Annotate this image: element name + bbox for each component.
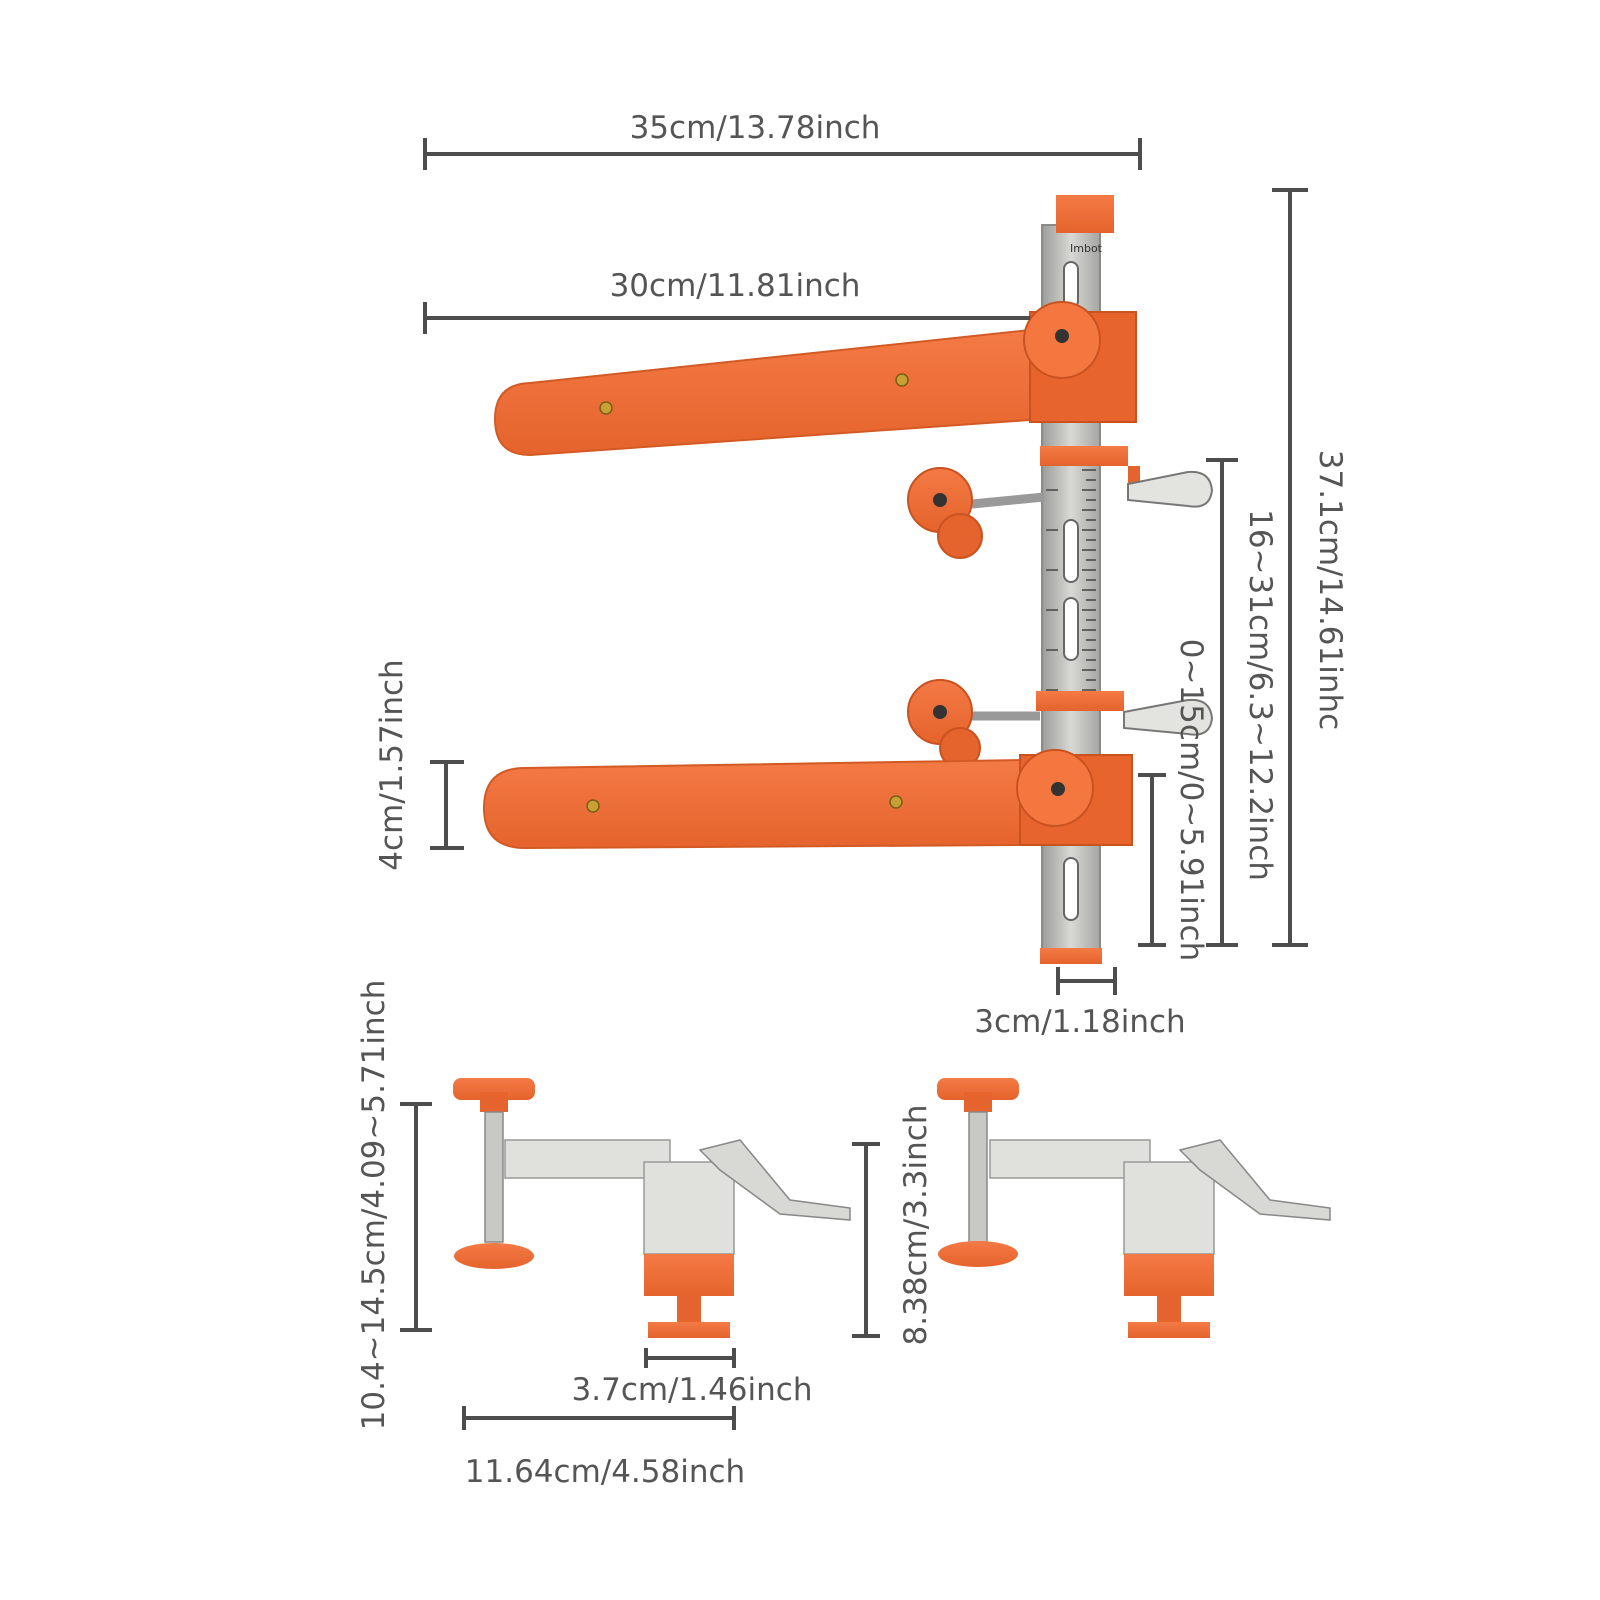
ruler-top-cap [1056, 195, 1114, 233]
bolt-icon [1051, 782, 1065, 796]
clamp-handle[interactable] [1178, 1139, 1331, 1221]
dim-clamp-height-label: 10.4~14.5cm/4.09~5.71inch [356, 980, 392, 1431]
dim-slide-range: 0~15cm/0~5.91inch [1138, 639, 1209, 962]
dim-arm-thickness-label: 4cm/1.57inch [374, 659, 410, 870]
adjust-knob[interactable] [937, 513, 983, 559]
dim-clamp-base: 3.7cm/1.46inch [572, 1348, 813, 1408]
brand-logo: Imbot [1070, 242, 1103, 255]
dim-clamp-height: 10.4~14.5cm/4.09~5.71inch [356, 980, 432, 1431]
dim-clamp-body-height: 8.38cm/3.3inch [852, 1105, 934, 1346]
upper-slide-clamp [907, 446, 1214, 559]
dim-bar-width-label: 3cm/1.18inch [974, 1004, 1185, 1040]
ruler-slot [1063, 261, 1079, 309]
clamp-handle[interactable] [698, 1139, 851, 1221]
dim-clamp-body-height-label: 8.38cm/3.3inch [898, 1105, 934, 1346]
dim-clamp-length: 11.64cm/4.58inch [462, 1406, 745, 1490]
top-fence-arm [493, 301, 1137, 457]
clamp-body [643, 1161, 735, 1255]
dim-arm-thickness: 4cm/1.57inch [374, 659, 464, 871]
screw-icon [889, 795, 903, 809]
dim-overall-width: 35cm/13.78inch [423, 110, 1142, 170]
ruler-slot [1063, 857, 1079, 921]
clamp-body [1123, 1161, 1215, 1255]
dim-bar-width: 3cm/1.18inch [974, 967, 1186, 1040]
clamp-pad [938, 1241, 1018, 1267]
toggle-lever[interactable] [1123, 698, 1214, 736]
dim-clamp-length-label: 11.64cm/4.58inch [465, 1454, 745, 1490]
clamp-knob[interactable] [453, 1078, 535, 1100]
toggle-lever[interactable] [1127, 470, 1214, 508]
dim-clamp-range: 16~31cm/6.3~12.2inch [1206, 458, 1278, 947]
toggle-clamp-left [453, 1078, 851, 1338]
ruler-slot [1063, 519, 1079, 583]
screw-icon [599, 401, 613, 415]
dim-overall-height-label: 37.1cm/14.61inhc [1312, 450, 1348, 730]
dim-slide-range-label: 0~15cm/0~5.91inch [1173, 639, 1209, 962]
ruler-bottom-cap [1040, 948, 1102, 964]
dim-overall-width-label: 35cm/13.78inch [630, 110, 881, 146]
doweling-jig-tool: Imbot [482, 195, 1214, 964]
lower-slide-clamp [907, 679, 1214, 769]
clamp-base [644, 1254, 734, 1296]
bolt-icon [1055, 329, 1069, 343]
clamp-base [1124, 1254, 1214, 1296]
clamp-knob[interactable] [937, 1078, 1019, 1100]
toggle-clamp-right [937, 1078, 1331, 1338]
dim-overall-height: 37.1cm/14.61inhc [1272, 188, 1348, 947]
dim-clamp-base-label: 3.7cm/1.46inch [572, 1372, 813, 1408]
dim-arm-length: 30cm/11.81inch [423, 268, 1030, 334]
screw-icon [586, 799, 600, 813]
threaded-spindle [971, 492, 1045, 509]
dim-clamp-range-label: 16~31cm/6.3~12.2inch [1242, 509, 1278, 881]
clamp-spindle [484, 1111, 504, 1243]
clamp-pad [454, 1243, 534, 1269]
clamp-spindle [968, 1111, 988, 1243]
bottom-fence-arm [482, 749, 1133, 850]
screw-icon [895, 373, 909, 387]
ruler-slot [1063, 597, 1079, 661]
dim-arm-length-label: 30cm/11.81inch [610, 268, 861, 304]
